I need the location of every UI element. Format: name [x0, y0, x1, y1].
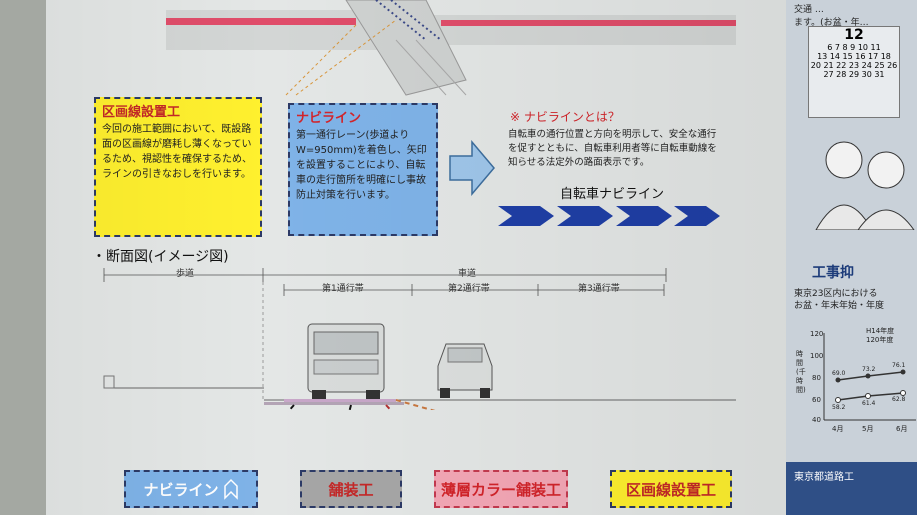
- navi-label-box: ナビライン: [124, 470, 258, 508]
- navi-line-callout: ナビライン 第一通行レーン(歩道より W=950mm)を着色し、矢印を設置するこ…: [288, 103, 438, 236]
- adjacent-footer-text: 東京都道路工: [794, 472, 854, 483]
- section-title: ・断面図(イメージ図): [92, 249, 229, 265]
- sidewalk-label: 歩道: [176, 269, 195, 279]
- y-tick: 40: [812, 416, 821, 424]
- data-label: 73.2: [862, 366, 876, 373]
- calendar-row: 20 21 22 23 24 25 26: [810, 61, 898, 70]
- data-label: 62.8: [892, 396, 906, 403]
- roadway-label: 車道: [458, 269, 477, 279]
- paving-label-box: 舗装工: [300, 470, 402, 508]
- people-illustration: [815, 141, 915, 230]
- data-label: 58.2: [832, 404, 846, 411]
- x-tick: 6月: [896, 425, 908, 433]
- navi-arrow-label: 自転車ナビライン: [560, 187, 665, 202]
- navi-line-body: 第一通行レーン(歩道より W=950mm)を着色し、矢印を設置することにより、自…: [296, 130, 427, 201]
- legend-entry: H14年度: [866, 327, 895, 335]
- lane-marking-body: 今回の施工範囲において、既設路面の区画線が磨耗し薄くなっているため、視認性を確保…: [102, 124, 252, 180]
- lane2-label: 第2通行帯: [448, 284, 490, 294]
- adjacent-desc: 東京23区内における: [794, 289, 878, 299]
- y-tick: 100: [810, 352, 824, 360]
- data-label: 69.0: [832, 370, 846, 377]
- adjacent-top-text: 交通 … ます。(お盆・年…: [794, 5, 869, 28]
- y-tick: 120: [810, 330, 824, 338]
- x-tick: 4月: [832, 425, 844, 433]
- chevron-icon: [616, 206, 672, 226]
- lane3-label: 第3通行帯: [578, 284, 620, 294]
- cross-section-drawing: [103, 268, 736, 410]
- marking-label: 区画線設置工: [625, 480, 716, 499]
- data-label: 76.1: [892, 362, 906, 369]
- explanation-body: 自転車の通行位置と方向を明示して、安全な通行を促すとともに、自転車利用者等に自転…: [508, 129, 717, 168]
- explanation-heading: ※ ナビラインとは？: [510, 110, 620, 124]
- calendar: 12 6 7 8 9 10 11 13 14 15 16 17 18 20 21…: [808, 26, 900, 118]
- chevron-icon: [674, 206, 720, 226]
- right-arrow-icon: [449, 140, 495, 196]
- adjacent-page: 交通 … ます。(お盆・年… 12 6 7 8 9 10 11 13 14 15…: [786, 0, 917, 515]
- navi-label: ナビライン: [143, 480, 219, 499]
- road-plan-illustration: [166, 0, 736, 96]
- lane-marking-callout: 区画線設置工 今回の施工範囲において、既設路面の区画線が磨耗し薄くなっているため…: [94, 97, 262, 237]
- lane-marking-title: 区画線設置工: [102, 105, 181, 120]
- paving-label: 舗装工: [328, 480, 374, 499]
- adjacent-section-title: 工事抑: [812, 265, 854, 281]
- y-tick: 60: [812, 396, 821, 404]
- bicycle-arrow-icon: [223, 478, 238, 500]
- legend-entry: 120年度: [866, 336, 894, 344]
- lane1-label: 第1通行帯: [322, 284, 364, 294]
- marking-label-box: 区画線設置工: [610, 470, 732, 508]
- calendar-row: 6 7 8 9 10 11: [827, 43, 881, 52]
- calendar-row: 27 28 29 30 31: [823, 70, 885, 79]
- data-label: 61.4: [862, 400, 876, 407]
- wall-background: [0, 0, 46, 515]
- chevron-icon: [498, 206, 554, 226]
- calendar-row: 13 14 15 16 17 18: [817, 52, 891, 61]
- y-axis-label: 時間(千時間): [796, 350, 806, 394]
- line-chart: [823, 333, 916, 421]
- color-paving-label: 薄層カラー舗装工: [440, 480, 561, 499]
- y-tick: 80: [812, 374, 821, 382]
- navi-line-title: ナビライン: [296, 111, 362, 126]
- brochure-page: 区画線設置工 今回の施工範囲において、既設路面の区画線が磨耗し薄くなっているため…: [46, 0, 786, 515]
- adjacent-desc: お盆・年末年始・年度: [794, 301, 885, 311]
- x-tick: 5月: [862, 425, 874, 433]
- color-paving-label-box: 薄層カラー舗装工: [434, 470, 568, 508]
- calendar-month: 12: [844, 27, 864, 43]
- chevron-icon: [557, 206, 613, 226]
- adjacent-footer: 東京都道路工: [786, 462, 917, 515]
